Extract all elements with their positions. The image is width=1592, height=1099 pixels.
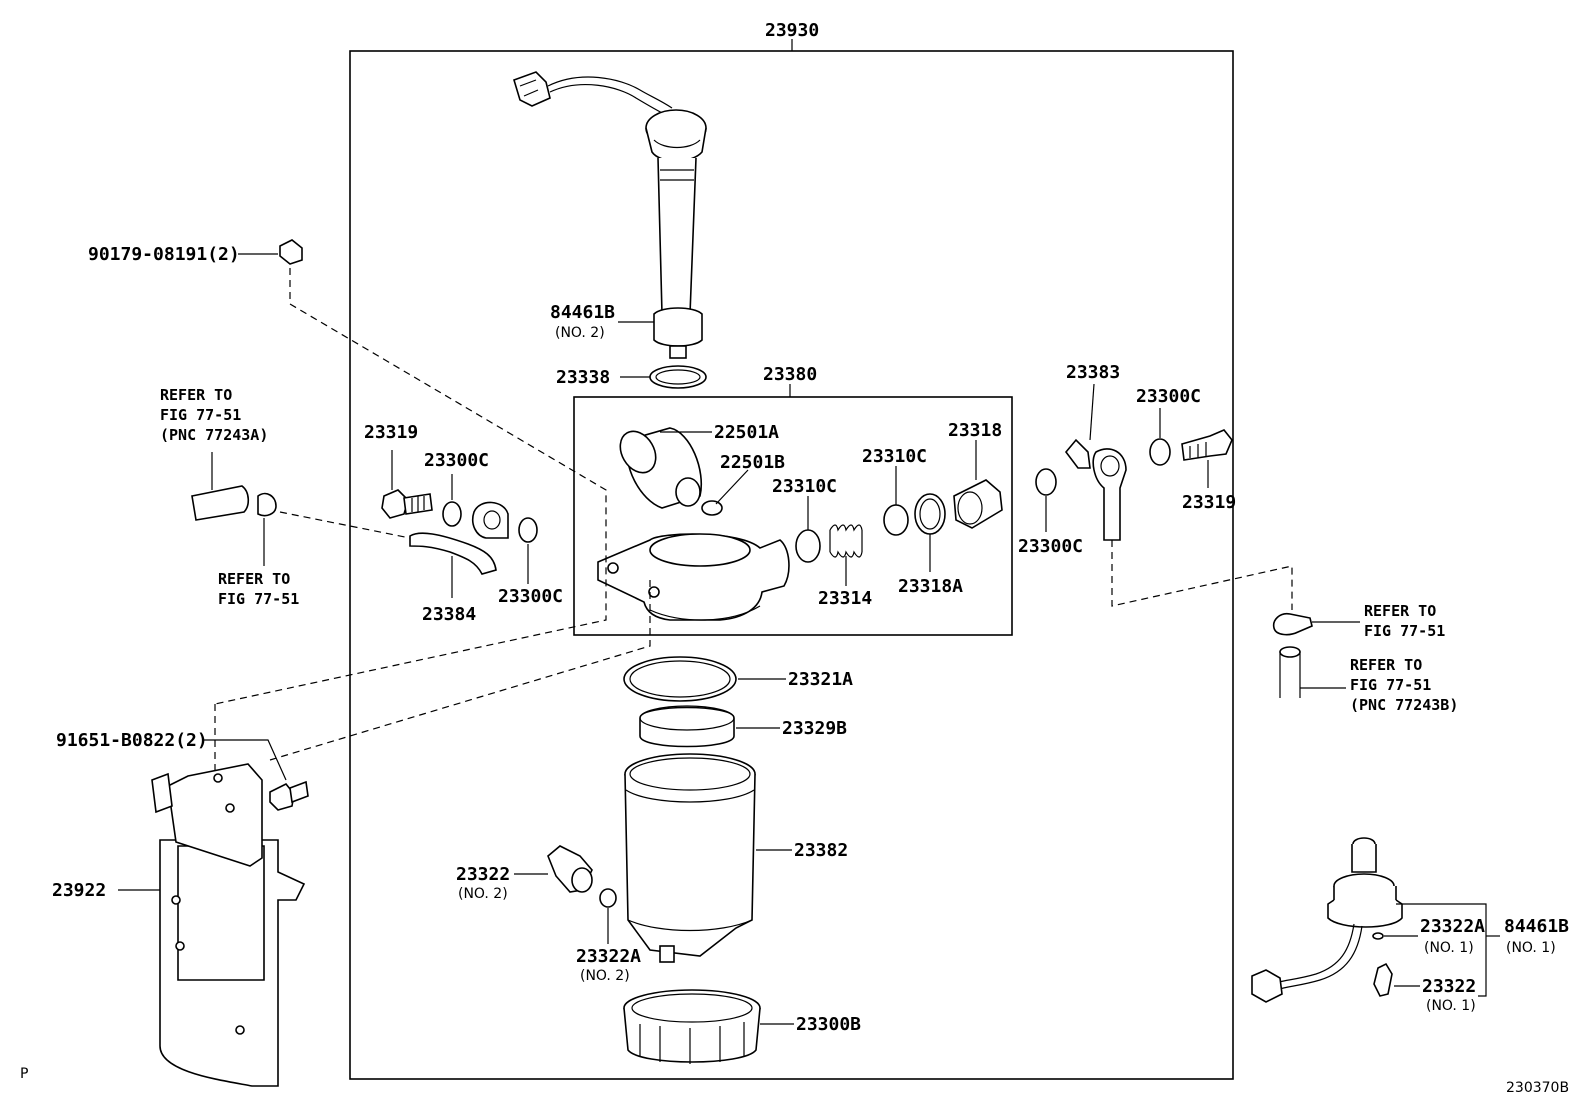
label-22501b: 22501B xyxy=(720,452,785,473)
label-23930: 23930 xyxy=(765,20,819,41)
ref-left-clamp-2: FIG 77-51 xyxy=(218,590,299,608)
label-23338: 23338 xyxy=(556,367,610,388)
label-23319-l: 23319 xyxy=(364,422,418,443)
inset-sensor-84461b-no1 xyxy=(1251,837,1403,1003)
ref-left-hose-3: (PNC 77243A) xyxy=(160,426,268,444)
cap-23300b xyxy=(623,989,761,1064)
right-clamp xyxy=(1272,612,1313,636)
filter-head xyxy=(597,427,1003,621)
label-23382: 23382 xyxy=(794,840,848,861)
label-23321a: 23321A xyxy=(788,669,853,690)
label-23380: 23380 xyxy=(763,364,817,385)
figure-code: 230370B xyxy=(1506,1080,1569,1096)
ref-right-clamp-1: REFER TO xyxy=(1364,602,1436,620)
ref-right-hose-2: FIG 77-51 xyxy=(1350,676,1431,694)
ref-right-clamp-2: FIG 77-51 xyxy=(1364,622,1445,640)
label-23318a: 23318A xyxy=(898,576,963,597)
label-23300c-r1: 23300C xyxy=(1136,386,1201,407)
sensor-23322-no2 xyxy=(547,845,617,908)
ref-left-clamp-1: REFER TO xyxy=(218,570,290,588)
label-84461b-no2: (NO. 2) xyxy=(555,325,605,341)
label-22501a: 22501A xyxy=(714,422,779,443)
label-23319-r: 23319 xyxy=(1182,492,1236,513)
ref-right-hose-3: (PNC 77243B) xyxy=(1350,696,1458,714)
footer-mark: P xyxy=(20,1066,28,1082)
label-23384: 23384 xyxy=(422,604,476,625)
label-23329b: 23329B xyxy=(782,718,847,739)
label-23318: 23318 xyxy=(948,420,1002,441)
right-hose xyxy=(1279,646,1301,698)
label-23300c-l2: 23300C xyxy=(498,586,563,607)
label-23322: 23322 xyxy=(456,864,510,885)
ref-left-hose-1: REFER TO xyxy=(160,386,232,404)
bolt-91651 xyxy=(269,780,309,811)
label-91651: 91651-B0822(2) xyxy=(56,730,208,751)
label-23310c-b: 23310C xyxy=(862,446,927,467)
sensor-tube-84461b xyxy=(513,71,707,359)
label-23922: 23922 xyxy=(52,880,106,901)
inset-label-23322a: 23322A xyxy=(1420,916,1485,937)
label-23383: 23383 xyxy=(1066,362,1120,383)
left-hose xyxy=(191,485,277,521)
bowl-23382 xyxy=(624,753,756,963)
label-84461b: 84461B xyxy=(550,302,615,323)
ring-23329b xyxy=(639,706,735,748)
inset-label-84461b-no1: (NO. 1) xyxy=(1506,940,1556,956)
ref-right-hose-1: REFER TO xyxy=(1350,656,1422,674)
label-23322a: 23322A xyxy=(576,946,641,967)
bracket-23922 xyxy=(151,763,306,1087)
oring-23321a xyxy=(623,656,737,702)
left-fittings xyxy=(381,489,538,575)
label-23300c-l1: 23300C xyxy=(424,450,489,471)
label-23322a-no2: (NO. 2) xyxy=(580,968,630,984)
oring-23338 xyxy=(649,365,707,389)
label-23310c-a: 23310C xyxy=(772,476,837,497)
inset-label-23322: 23322 xyxy=(1422,976,1476,997)
head-subassembly-frame xyxy=(573,396,1013,636)
inset-label-84461b: 84461B xyxy=(1504,916,1569,937)
label-23322-no2: (NO. 2) xyxy=(458,886,508,902)
label-23300c-r2: 23300C xyxy=(1018,536,1083,557)
fitting-23383 xyxy=(1035,429,1233,541)
nut-90179 xyxy=(279,239,303,265)
inset-label-23322-no1: (NO. 1) xyxy=(1426,998,1476,1014)
label-90179: 90179-08191(2) xyxy=(88,244,240,265)
label-23314: 23314 xyxy=(818,588,872,609)
inset-label-23322a-no1: (NO. 1) xyxy=(1424,940,1474,956)
label-23300b: 23300B xyxy=(796,1014,861,1035)
ref-left-hose-2: FIG 77-51 xyxy=(160,406,241,424)
